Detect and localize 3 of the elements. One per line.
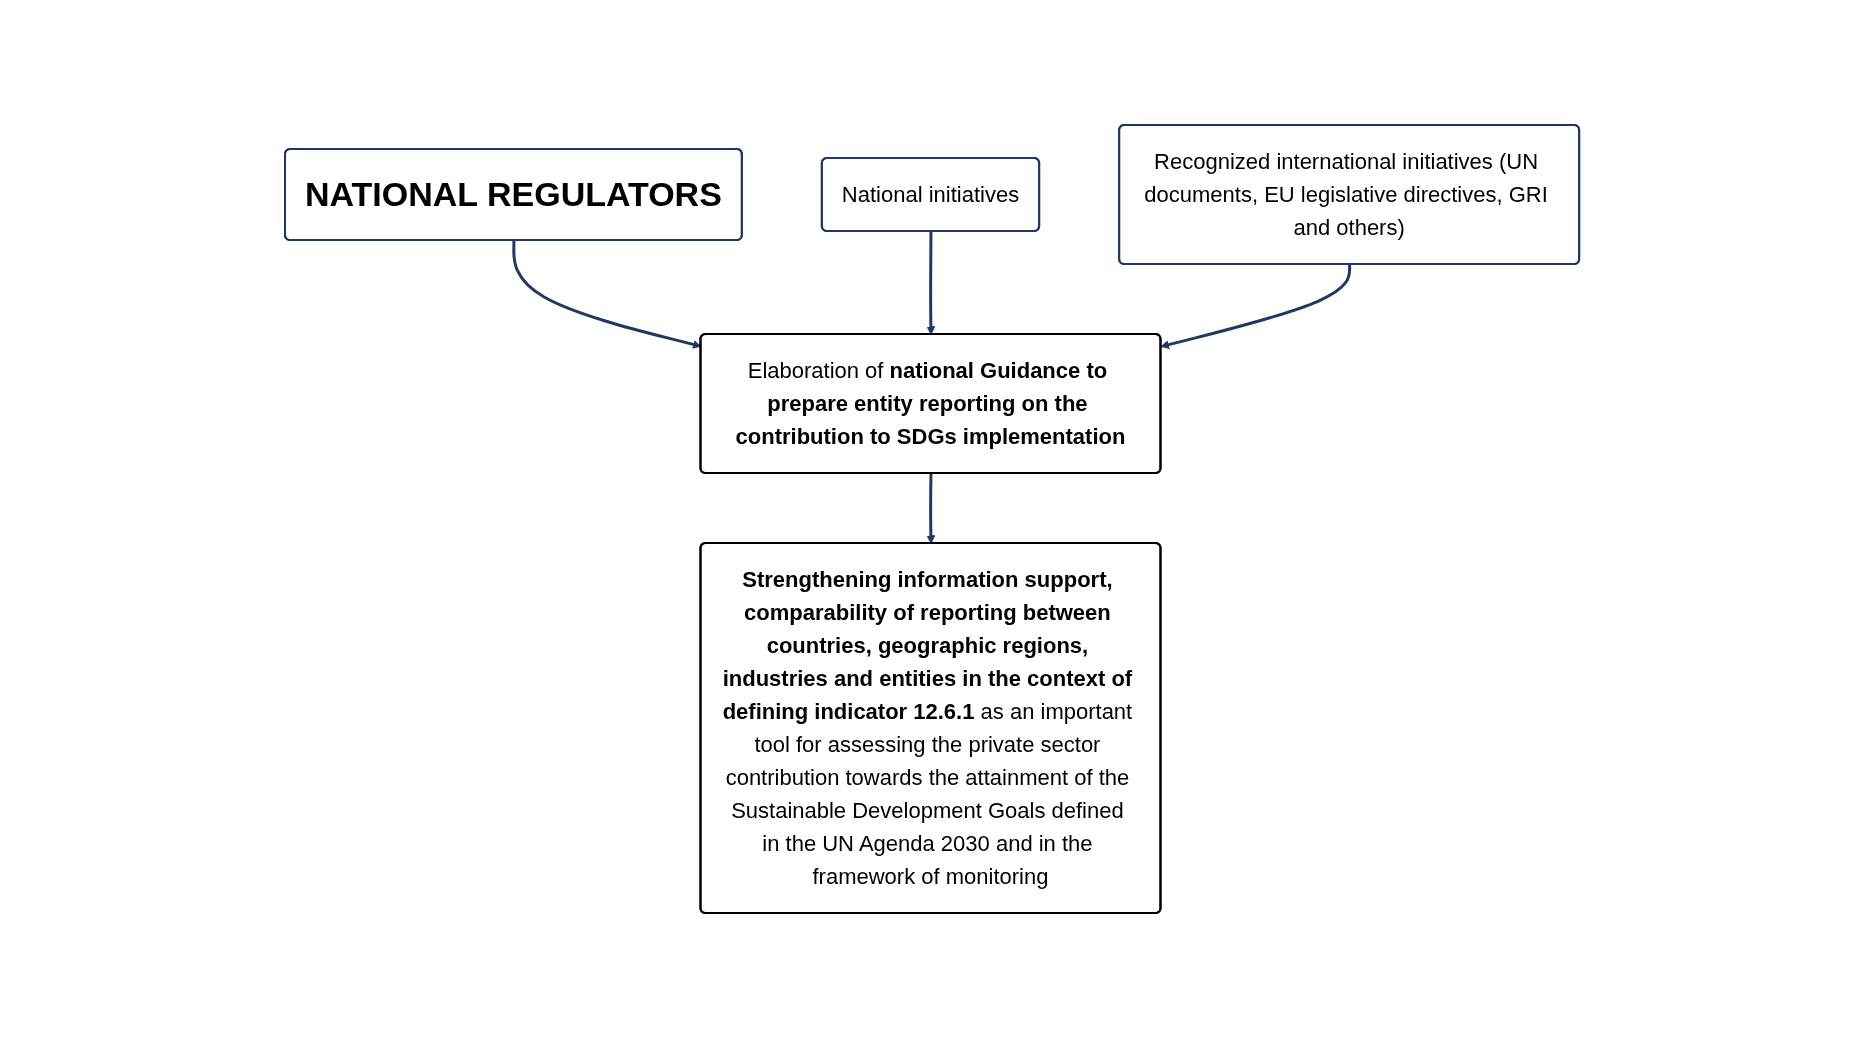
arrow [926, 472, 936, 544]
arrow [926, 231, 936, 335]
arrow [1160, 263, 1352, 349]
